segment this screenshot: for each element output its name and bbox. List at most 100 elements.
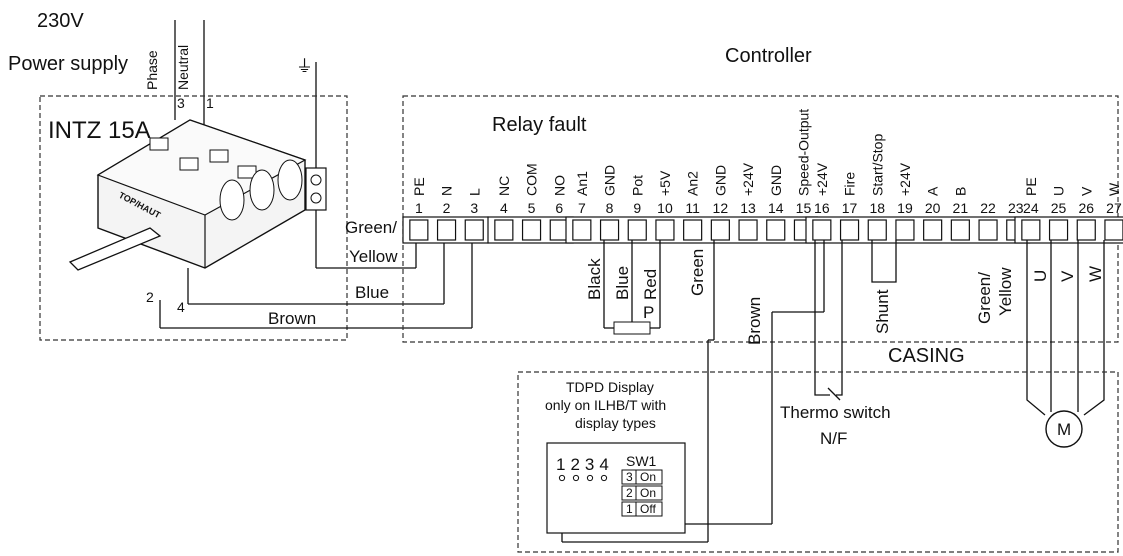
sw1-row [621,485,663,501]
wire-gy2-1: Green/ [975,272,994,324]
thermo-wire [814,240,830,396]
terminal-17 [839,219,860,241]
motor-symbol: M [1057,420,1071,439]
terminal-number-1: 1 [415,200,423,216]
terminal-label-16: +24V [814,162,830,196]
terminal-number-18: 18 [869,200,885,216]
terminal-label-7: An1 [574,171,590,196]
terminal-label-25: U [1051,186,1067,196]
terminal-9 [627,219,647,241]
supply-label: Power supply [8,53,128,75]
terminal-16 [812,219,832,241]
pot-p-label: P [643,303,654,322]
sw1-label: SW1 [626,453,657,469]
terminal-2 [436,219,457,241]
terminal-25 [1048,219,1069,241]
terminal-10 [655,219,675,241]
wire-green: Green [688,249,707,296]
sw1-row-state: Off [640,502,656,516]
shunt-label: Shunt [873,289,892,334]
terminal-4 [494,219,514,241]
wire-blue: Blue [355,283,389,302]
terminal-number-6: 6 [555,200,563,216]
pin-3: 3 [177,95,185,111]
terminal-number-8: 8 [606,200,614,216]
terminal-number-11: 11 [685,200,700,216]
terminal-label-17: Fire [842,172,858,196]
terminal-number-2: 2 [443,200,451,216]
pin-1: 1 [206,95,214,111]
pot-black: Black [585,258,604,300]
sw1-row [621,469,663,485]
shunt-wire [871,240,897,283]
terminal-number-27: 27 [1106,200,1122,216]
terminal-13 [738,219,758,241]
display-line1: TDPD Display [566,379,654,395]
wire-green-yellow-2: Yellow [349,247,398,266]
terminal-number-7: 7 [578,200,586,216]
ground-symbol: ⏚ [296,57,313,76]
terminal-14 [766,219,786,241]
terminal-label-13: +24V [740,162,756,196]
terminal-11 [683,219,703,241]
switch-name: INTZ 15A [48,117,151,144]
wire-brown: Brown [268,309,316,328]
thermo-line2: N/F [820,429,847,448]
terminal-number-23: 23 [1008,200,1024,216]
terminal-label-9: Pot [629,175,645,196]
terminal-number-9: 9 [633,200,641,216]
motor-w-label: W [1086,266,1105,282]
sw1-row [621,501,663,517]
terminal-label-26: V [1078,186,1094,196]
terminal-label-3: L [466,188,482,196]
terminal-label-12: GND [712,165,728,196]
terminal-number-17: 17 [842,200,858,216]
terminal-number-4: 4 [500,200,508,216]
terminal-18 [867,219,887,241]
terminal-number-25: 25 [1051,200,1067,216]
wire-green-yellow-1: Green/ [345,218,397,237]
terminal-24 [1021,219,1041,241]
terminal-5 [521,219,542,241]
terminal-8 [599,219,620,241]
terminal-label-18: Start/Stop [869,134,885,196]
terminal-strip: 1PE2N3L4NC5COM6NO7An18GND9Pot10+5V11An21… [402,109,1123,244]
pot-red: Red [641,269,660,300]
terminal-26 [1076,219,1096,241]
pot-blue: Blue [613,266,632,300]
terminal-number-19: 19 [897,200,913,216]
terminal-21 [950,219,970,241]
terminal-20 [923,219,943,241]
terminal-label-20: A [925,186,941,196]
controller-title: Controller [725,45,812,67]
sw1-row-number: 3 [626,470,633,484]
terminal-12 [710,219,730,241]
terminal-label-6: NO [551,175,567,196]
sw1-row-number: 1 [626,502,633,516]
terminal-label-21: B [952,187,968,196]
terminal-label-10: +5V [657,170,673,196]
wire-gy2-2: Yellow [996,267,1015,316]
terminal-number-15: 15 [796,200,812,216]
pin-4: 4 [177,299,185,315]
pin-2: 2 [146,289,154,305]
terminal-19 [895,219,915,241]
thermo-line1: Thermo switch [780,403,891,422]
terminal-label-15: Speed-Output [795,109,811,196]
display-pins: 1234 [556,455,614,474]
ground-terminal [305,167,327,211]
terminal-3 [464,219,484,241]
terminal-number-14: 14 [768,200,784,216]
terminal-number-10: 10 [657,200,673,216]
supply-voltage: 230V [37,10,84,32]
terminal-22 [978,219,998,241]
terminal-label-4: NC [496,176,512,196]
casing-label: CASING [888,345,965,367]
wire-brown-2: Brown [745,297,764,345]
display-line2: only on ILHB/T with [545,397,666,413]
terminal-7 [572,219,592,241]
terminal-1 [409,219,429,241]
terminal-number-20: 20 [925,200,941,216]
